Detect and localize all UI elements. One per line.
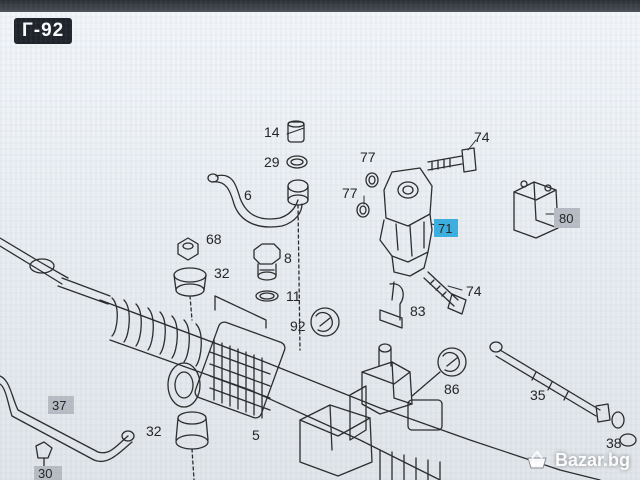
part-label: 6 (244, 187, 252, 203)
part-label: 14 (264, 124, 280, 140)
highlight-box-71 (434, 219, 458, 237)
seal-kit-symbol-92 (310, 307, 340, 337)
leader-lines (286, 127, 557, 291)
monitor-bezel (0, 0, 640, 12)
sleeve-32-lower (175, 411, 209, 480)
part-label: 80 (559, 211, 573, 226)
part-label: 8 (284, 250, 292, 266)
part-label: 29 (264, 154, 280, 170)
shopping-basket-icon (527, 450, 547, 469)
highlight-box-37 (48, 396, 74, 414)
part-label: 83 (410, 303, 426, 319)
part-label: 5 (252, 427, 260, 443)
valve-body (349, 343, 443, 441)
part-label: 32 (146, 423, 162, 439)
bolt-74-bottom (423, 271, 467, 315)
washers-77 (356, 172, 379, 218)
small-parts-top (173, 120, 309, 351)
part-label: 86 (444, 381, 460, 397)
part-label: 30 (38, 466, 52, 480)
watermark-text: Bazar.bg (554, 449, 630, 470)
seal-kit-symbol-86 (411, 347, 467, 397)
part-label: 35 (530, 387, 546, 403)
left-tie-rod (0, 237, 111, 305)
part-label: 74 (466, 283, 482, 299)
part-label: 77 (342, 185, 358, 201)
coupling-71 (379, 167, 433, 277)
part-label: 38 (606, 435, 622, 451)
hydraulic-pipe-6 (207, 173, 303, 228)
part-label: 11 (286, 288, 301, 304)
part-label: 74 (474, 129, 490, 145)
highlight-box-80 (554, 208, 580, 228)
part-labels: 14 29 6 68 32 8 11 92 77 77 74 74 71 80 … (38, 124, 622, 480)
bolt-74-top (427, 147, 477, 173)
listing-code: Г-92 (14, 18, 73, 44)
lower-return-pipe (0, 375, 135, 471)
rack-housing (99, 297, 601, 480)
part-label: 71 (438, 221, 452, 236)
part-label: 77 (360, 149, 376, 165)
part-label: 92 (290, 318, 306, 334)
part-label: 37 (52, 398, 66, 413)
highlight-box-30 (34, 466, 62, 480)
part-label: 32 (214, 265, 230, 281)
right-tie-rod-35 (489, 341, 637, 447)
hose-clip-83 (379, 281, 404, 329)
mount-block-80 (513, 180, 559, 239)
watermark: Bazar.bg (525, 448, 630, 472)
part-label: 68 (206, 231, 222, 247)
